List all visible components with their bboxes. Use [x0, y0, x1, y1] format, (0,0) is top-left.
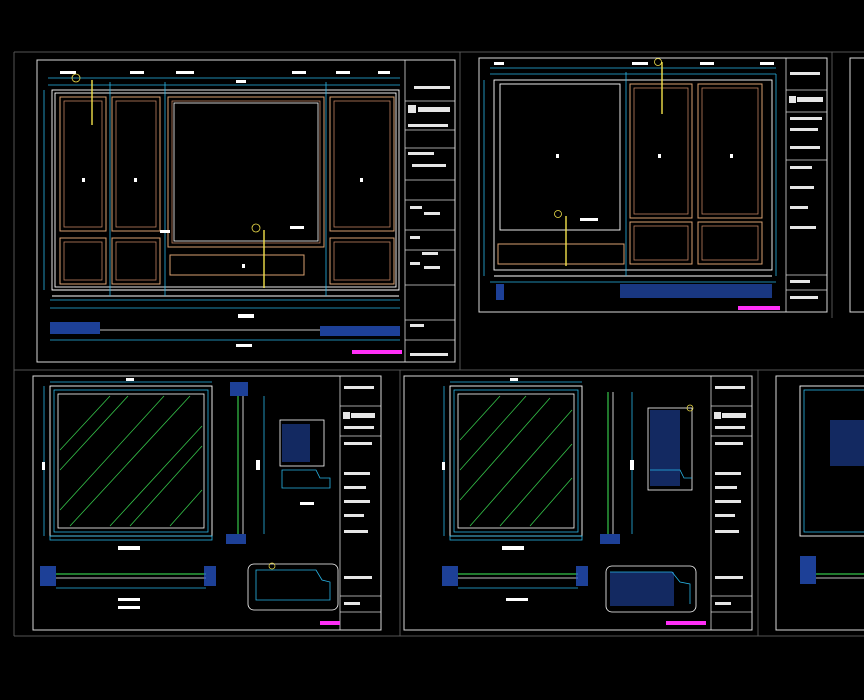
hatch-pattern-icon [459, 395, 573, 527]
vertical-section [600, 392, 634, 544]
elevation-sheet-partial [849, 57, 864, 313]
leader-callout-icon [565, 62, 663, 266]
title-block [785, 57, 828, 313]
sheet-border [32, 375, 382, 631]
wall-panels [59, 96, 395, 285]
section-strip [50, 322, 400, 336]
title-block-logo-icon [408, 105, 416, 113]
section-strip [496, 284, 772, 300]
title-block [710, 375, 753, 631]
wall-panels [497, 83, 763, 265]
sheet-grid [13, 51, 864, 637]
horizontal-section [442, 566, 588, 601]
hatch-pattern-icon [59, 395, 203, 527]
title-block [404, 59, 456, 363]
leader-callout-icon [91, 80, 265, 288]
dimension-lines [483, 67, 777, 283]
profile-detail-bottom [247, 562, 339, 611]
profile-detail-top [279, 419, 331, 505]
sheet-border [775, 375, 864, 631]
elevation-frame [493, 79, 773, 277]
glass-panel-elevation [49, 385, 213, 541]
highlight-label [352, 350, 402, 354]
title-block-logo-icon [714, 412, 721, 419]
horizontal-section [40, 566, 216, 609]
highlight-label [738, 306, 780, 310]
elevation-sheet-1[interactable] [36, 59, 456, 363]
title-block [339, 375, 382, 631]
sheet-border [478, 57, 828, 313]
detail-sheet-3[interactable] [775, 375, 864, 631]
dimension-lines [43, 77, 400, 341]
profile-detail-top [647, 404, 694, 491]
title-block-logo-icon [343, 412, 350, 419]
profile-detail-bottom [605, 565, 697, 613]
elevation-sheet-2[interactable] [478, 57, 828, 313]
detail-sheet-2[interactable] [403, 375, 753, 631]
elevation-frame [51, 89, 400, 297]
glass-panel-elevation [449, 385, 583, 541]
detail-sheet-1[interactable] [32, 375, 382, 631]
title-block-logo-icon [789, 96, 796, 103]
vertical-section [226, 382, 265, 544]
